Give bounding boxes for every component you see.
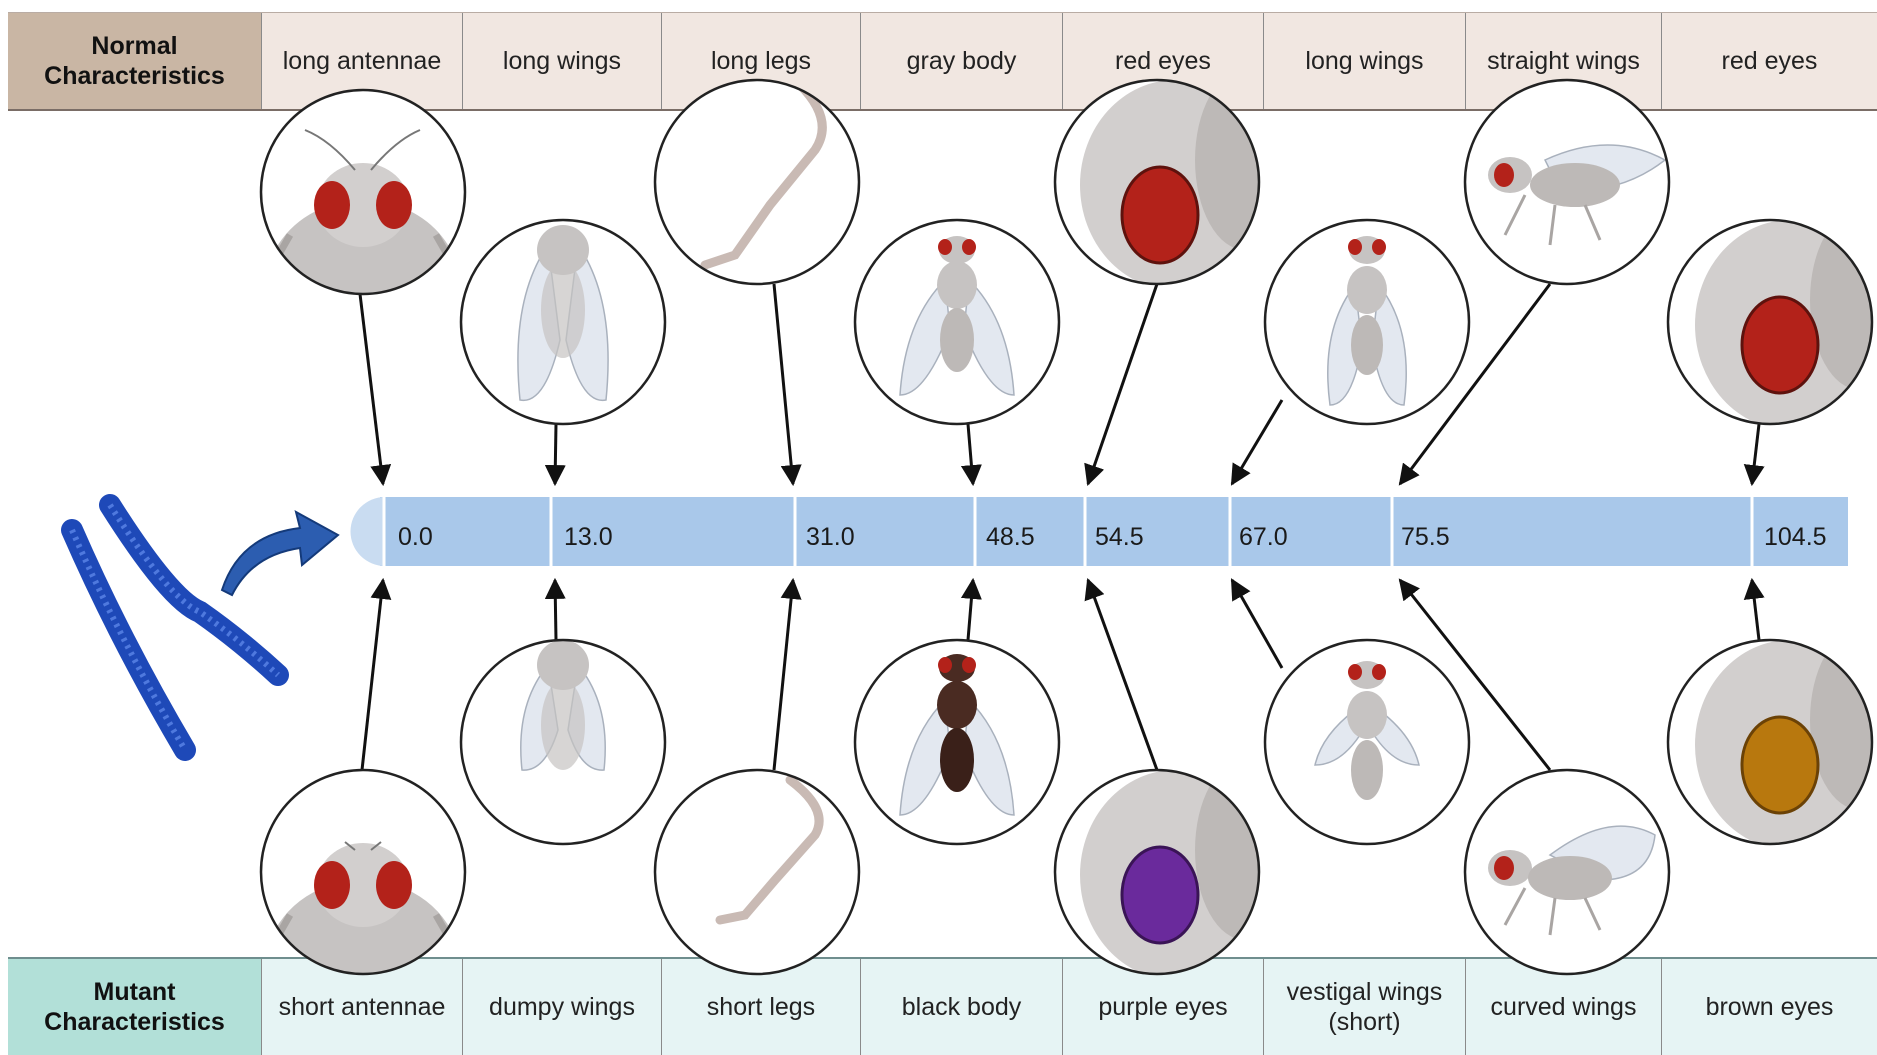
short-antennae-illustration <box>261 770 465 990</box>
curved-wings-illustration <box>1465 770 1669 974</box>
chromosome-illustration <box>72 505 278 750</box>
position-label-4: 54.5 <box>1095 523 1144 551</box>
red-eyes-illustration <box>1055 70 1295 290</box>
position-label-6: 75.5 <box>1401 523 1450 551</box>
position-label-0: 0.0 <box>398 523 433 551</box>
brown-eyes-illustration <box>1668 630 1877 850</box>
curved-arrow-icon <box>222 512 338 595</box>
long-legs-illustration <box>655 80 859 284</box>
dumpy-wings-illustration <box>461 640 665 844</box>
long-wings-2-illustration <box>1265 220 1469 424</box>
position-label-2: 31.0 <box>806 523 855 551</box>
vestigial-wings-illustration <box>1265 640 1469 844</box>
position-label-1: 13.0 <box>564 523 613 551</box>
red-eyes-2-illustration <box>1668 210 1877 430</box>
position-label-3: 48.5 <box>986 523 1035 551</box>
purple-eyes-illustration <box>1055 760 1295 980</box>
gray-body-illustration <box>855 220 1059 424</box>
straight-wings-illustration <box>1465 80 1669 284</box>
short-legs-illustration <box>655 770 859 974</box>
long-antennae-illustration <box>261 90 465 300</box>
position-label-5: 67.0 <box>1239 523 1288 551</box>
long-wings-illustration <box>461 220 665 424</box>
position-label-7: 104.5 <box>1764 523 1827 551</box>
black-body-illustration <box>855 640 1059 844</box>
